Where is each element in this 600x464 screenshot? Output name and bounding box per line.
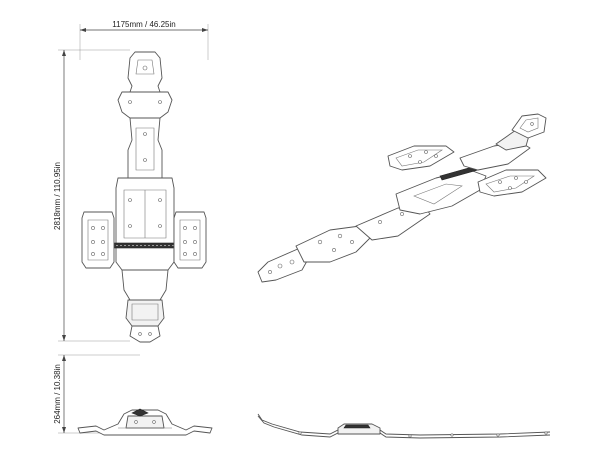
length-label: 2818mm / 110.95in	[53, 162, 62, 230]
isometric-view	[257, 113, 547, 283]
side-view	[257, 413, 551, 439]
height-label: 264mm / 10.38in	[53, 364, 62, 424]
top-view	[81, 51, 207, 343]
width-label: 1175mm / 46.25in	[112, 20, 175, 29]
front-view	[77, 408, 213, 436]
length-dimension: 2818mm / 110.95in	[53, 49, 130, 342]
width-dimension: 1175mm / 46.25in	[79, 20, 209, 60]
